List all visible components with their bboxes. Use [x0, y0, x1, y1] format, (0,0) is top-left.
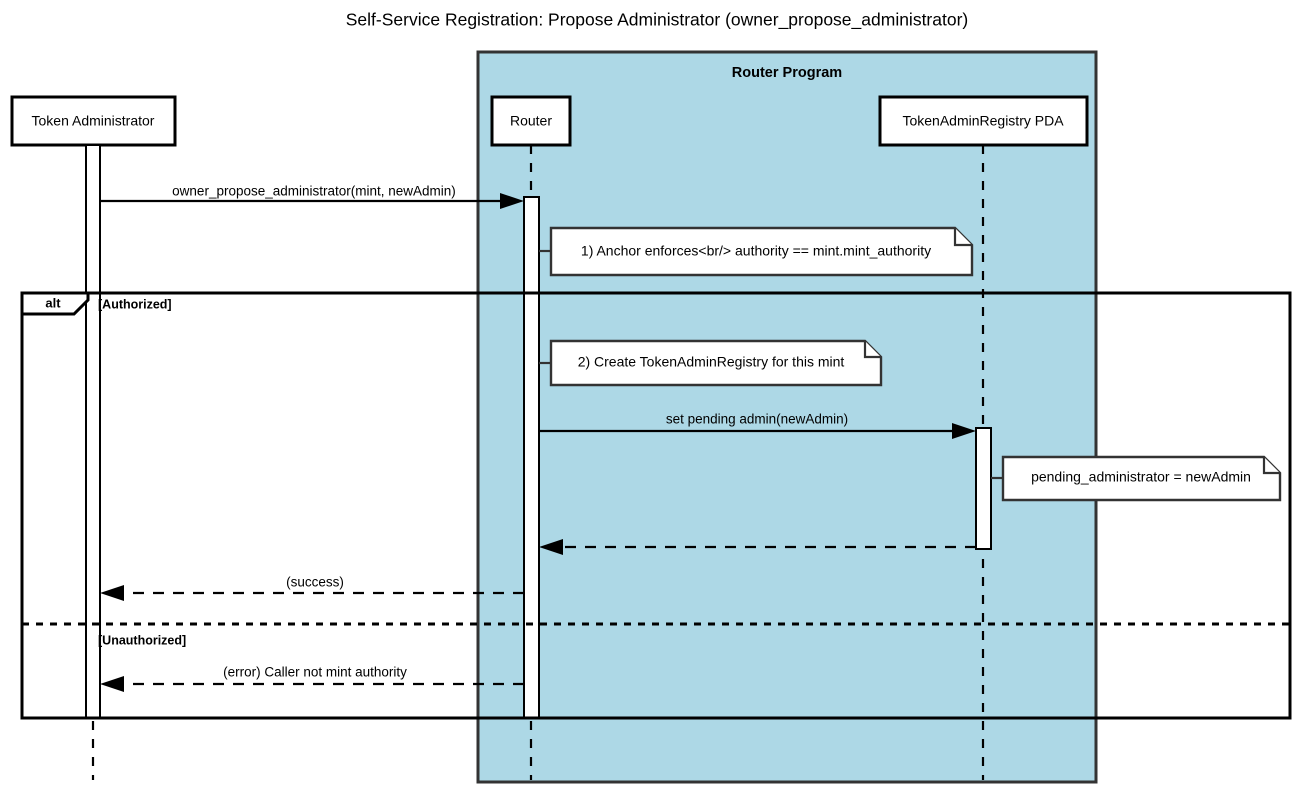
message-arrowhead [500, 193, 524, 209]
message-arrowhead [952, 423, 976, 439]
note-fold-corner [953, 228, 972, 247]
participant-box [878, 95, 1089, 147]
note-create-token-admin-registry: 2) Create TokenAdminRegistry for this mi… [539, 339, 883, 387]
participant-router[interactable]: Router [490, 95, 572, 147]
participant-token-admin-registry-pda[interactable]: TokenAdminRegistry PDA [878, 95, 1089, 147]
message-error-return[interactable]: (error) Caller not mint authority [100, 665, 524, 692]
fragment-operator-tab [20, 291, 90, 316]
participant-label: TokenAdminRegistry PDA [902, 113, 1064, 129]
note-body [1001, 455, 1282, 502]
message-label: (error) Caller not mint authority [223, 665, 407, 680]
fragment-guard-unauthorized: [Unauthorized] [98, 633, 186, 647]
message-arrowhead [100, 676, 124, 692]
message-label: owner_propose_administrator(mint, newAdm… [172, 184, 456, 199]
note-pending-administrator-assignment: pending_administrator = newAdmin [991, 455, 1282, 502]
fragment-border [20, 291, 1292, 720]
group-router-program: Router Program [476, 50, 1098, 784]
note-body [549, 226, 974, 277]
message-arrowhead [100, 585, 124, 601]
activation-token-admin-registry-pda [975, 427, 992, 550]
note-text: pending_administrator = newAdmin [1031, 469, 1251, 485]
activation-router [523, 196, 540, 719]
message-label: set pending admin(newAdmin) [666, 412, 848, 427]
note-fold-corner [863, 341, 881, 359]
message-arrowhead [539, 539, 563, 555]
message-pda-return[interactable] [539, 539, 976, 555]
fragment-guard-authorized: [Authorized] [98, 297, 172, 311]
note-text: 1) Anchor enforces<br/> authority == min… [581, 243, 931, 259]
group-background [476, 50, 1098, 784]
fragment-alt: alt [Authorized] [Unauthorized] [20, 291, 1292, 720]
message-owner-propose-administrator[interactable]: owner_propose_administrator(mint, newAdm… [100, 184, 524, 209]
note-fold-corner [1262, 457, 1280, 475]
note-body [549, 339, 883, 387]
participant-label: Router [510, 113, 552, 129]
fragment-operator-label: alt [45, 295, 61, 310]
diagram-title: Self-Service Registration: Propose Admin… [346, 10, 969, 31]
note-anchor-enforces: 1) Anchor enforces<br/> authority == min… [539, 226, 974, 277]
note-text: 2) Create TokenAdminRegistry for this mi… [578, 354, 845, 370]
participant-label: Token Administrator [32, 113, 155, 129]
participant-box [490, 95, 572, 147]
activation-token-administrator [85, 144, 101, 719]
participant-token-administrator[interactable]: Token Administrator [10, 95, 177, 147]
message-set-pending-admin[interactable]: set pending admin(newAdmin) [539, 412, 976, 439]
message-label: (success) [286, 575, 344, 590]
group-label: Router Program [732, 65, 842, 81]
message-success-return[interactable]: (success) [100, 575, 524, 601]
